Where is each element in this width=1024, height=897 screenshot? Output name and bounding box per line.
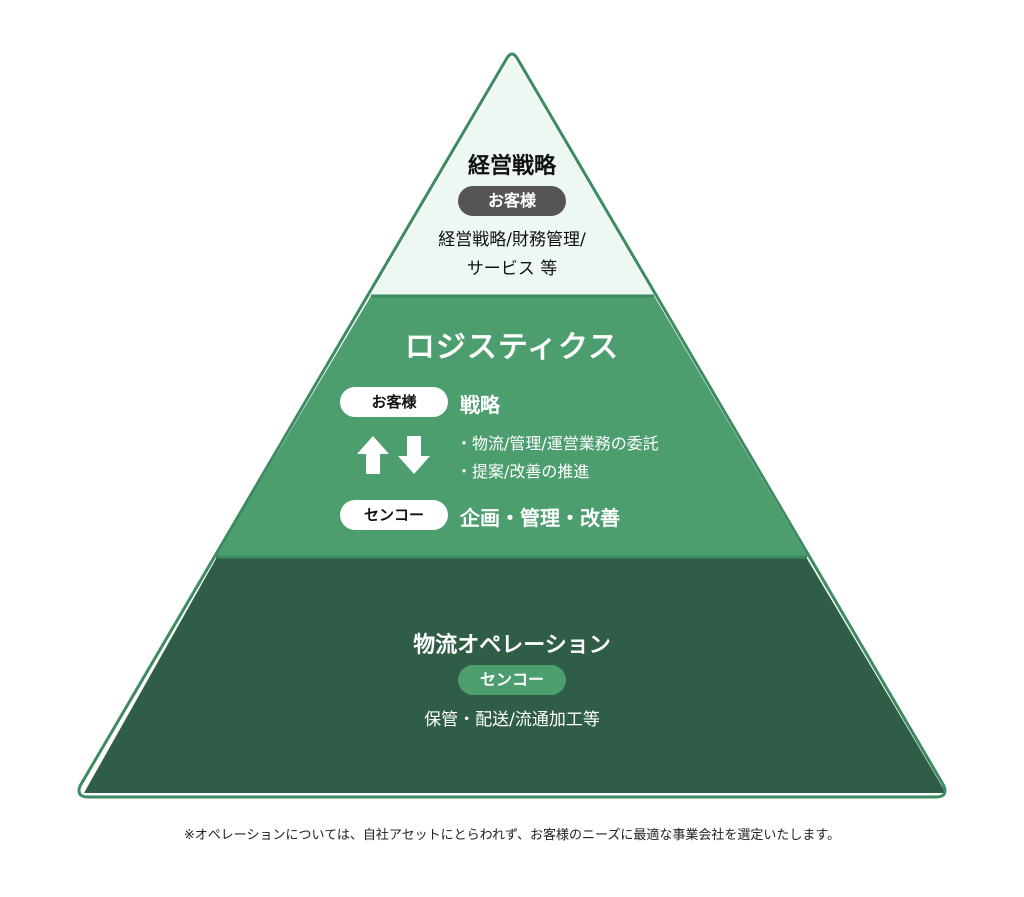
middle-item-2: ・提案/改善の推進 [456, 462, 590, 481]
pyramid-outline [77, 52, 947, 799]
tier-top-shape [371, 56, 654, 296]
footnote: ※オペレーションについては、自社アセットにとらわれず、お客様のニーズに最適な事業… [183, 828, 841, 843]
tier-top-desc-line2: サービス 等 [466, 259, 558, 279]
customer-role: 戦略 [460, 393, 500, 417]
provider-pill: センコー [340, 500, 448, 530]
middle-item-list: ・物流/管理/運営業務の委託 ・提案/改善の推進 [456, 430, 659, 486]
tier-middle-title: ロジスティクス [404, 330, 620, 365]
customer-pill: お客様 [340, 387, 448, 417]
tier-top-description: 経営戦略/財務管理/ サービス 等 [438, 226, 585, 284]
tier-bottom-title: 物流オペレーション [413, 633, 611, 658]
middle-item-1: ・物流/管理/運営業務の委託 [456, 434, 659, 453]
tier-bottom-description: 保管・配送/流通加工等 [424, 710, 600, 730]
tier-top-title: 経営戦略 [467, 154, 557, 179]
tier-middle-shape [215, 296, 808, 557]
arrow-up-icon [357, 436, 389, 474]
tier-top-desc-line1: 経営戦略/財務管理/ [438, 230, 586, 250]
tier-top-role-badge: お客様 [458, 186, 566, 216]
arrow-down-icon [398, 436, 430, 474]
provider-role: 企画・管理・改善 [460, 506, 620, 530]
tier-bottom-role-badge: センコー [458, 665, 566, 695]
